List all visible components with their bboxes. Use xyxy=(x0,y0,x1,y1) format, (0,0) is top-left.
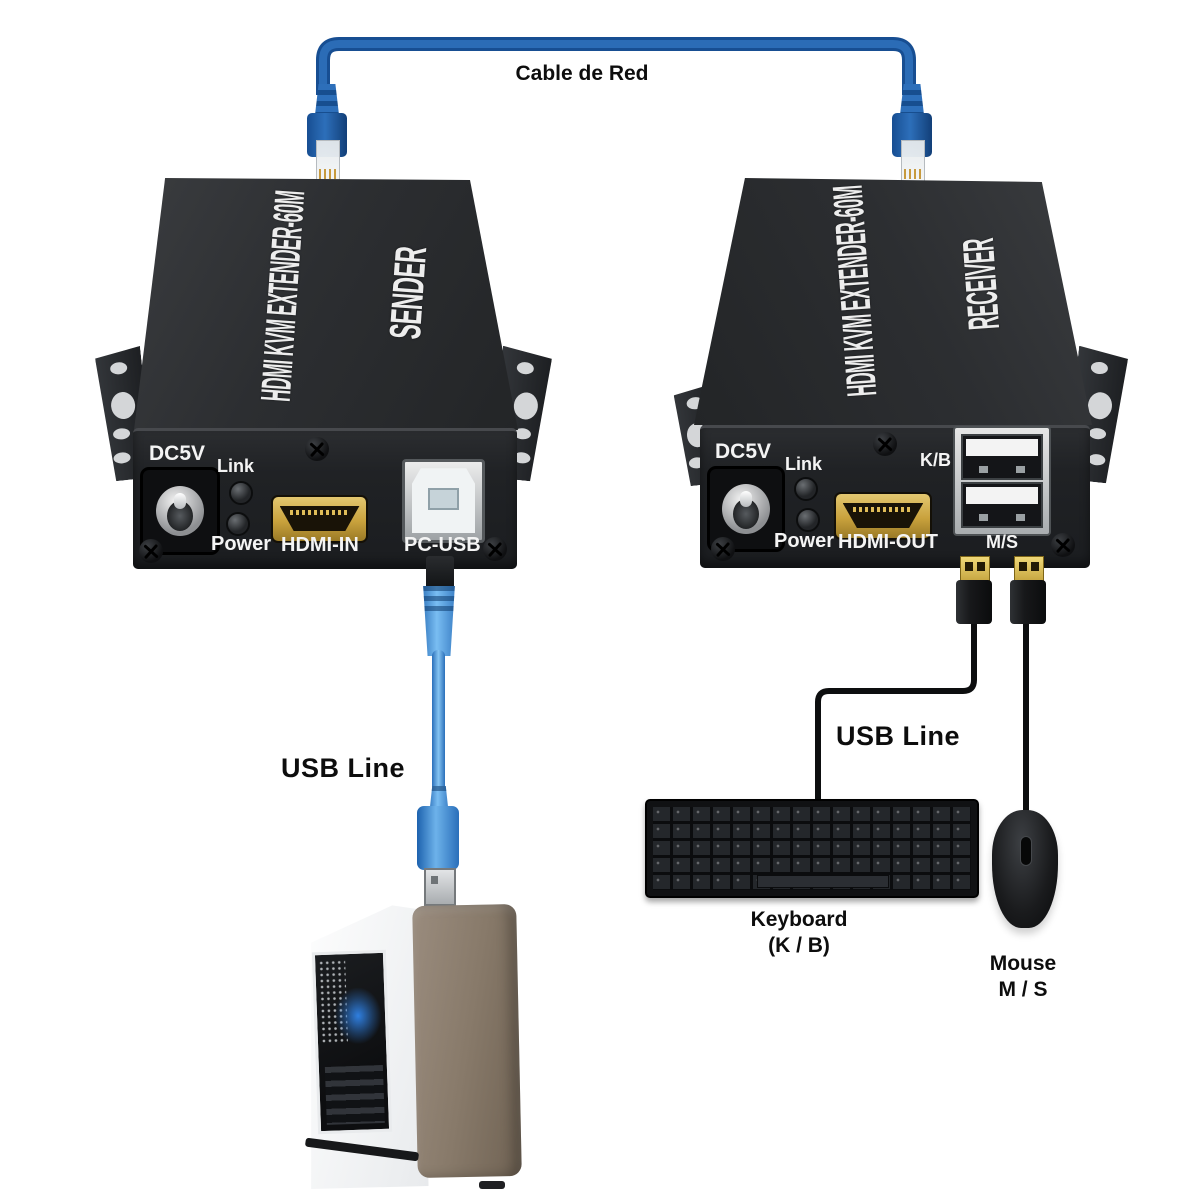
pc-tower xyxy=(293,893,535,1200)
screw xyxy=(305,437,329,461)
link-led xyxy=(794,477,818,501)
usb-plug-body xyxy=(1010,580,1046,624)
keyboard-usb-cable xyxy=(815,612,977,808)
usb-line-right-label: USB Line xyxy=(835,721,960,751)
flange-hole xyxy=(1088,453,1106,466)
keyboard-label: Keyboard xyxy=(750,908,848,931)
screw xyxy=(711,537,735,561)
rj45-connector-right xyxy=(890,84,934,184)
usb-plug-body xyxy=(956,580,992,624)
usb-b-port xyxy=(402,459,485,543)
screw xyxy=(139,539,163,563)
dc-jack-pin xyxy=(740,491,752,508)
mouse-sublabel: M / S xyxy=(998,978,1048,1001)
link-label: Link xyxy=(785,454,823,474)
usb-pin xyxy=(979,466,988,473)
network-cable-label: Cable de Red xyxy=(515,62,649,85)
power-label: Power xyxy=(774,530,835,552)
hdmi-out-label: HDMI-OUT xyxy=(838,531,938,553)
usb-b-slot xyxy=(428,487,459,510)
rj45-connector-left xyxy=(305,84,349,184)
power-led xyxy=(226,512,250,536)
hdmi-pins xyxy=(852,507,914,513)
pc-side-window xyxy=(311,949,393,1135)
pc-foot xyxy=(479,1181,505,1189)
link-label: Link xyxy=(217,456,255,476)
usb-pin xyxy=(979,514,988,521)
power-led xyxy=(796,508,820,532)
hdmi-slot xyxy=(842,502,924,529)
keyboard-sublabel: (K / B) xyxy=(768,934,830,957)
flange-hole xyxy=(1090,361,1108,375)
keyboard xyxy=(645,799,979,898)
usb-a-port-ms xyxy=(961,482,1043,528)
power-label: Power xyxy=(211,533,272,555)
hdmi-in-port xyxy=(271,495,368,543)
screw xyxy=(873,432,897,456)
ms-port-label: M/S xyxy=(986,532,1019,552)
kb-port-label: K/B xyxy=(920,450,951,470)
usb-a-port-kb xyxy=(961,434,1043,480)
usb-cable-left xyxy=(432,650,445,792)
network-cable-highlight xyxy=(319,40,913,95)
usb-tongue xyxy=(966,439,1038,456)
mouse xyxy=(992,810,1058,928)
flange-hole xyxy=(113,452,131,465)
usb-a-plug-blue xyxy=(417,806,459,870)
receiver-front-panel: DC5V Link Power HDMI-OUT K/B xyxy=(700,425,1090,568)
sender-role-text: SENDER xyxy=(380,245,437,341)
sender-top-face xyxy=(134,178,518,430)
usb-pin xyxy=(1016,466,1025,473)
usb-a-plug-mouse xyxy=(1010,556,1046,624)
pc-led-glow xyxy=(334,986,383,1045)
usb-b-inner xyxy=(411,468,476,533)
receiver-role-text: RECEIVER xyxy=(953,236,1010,332)
dc5v-label: DC5V xyxy=(149,442,206,465)
link-led xyxy=(229,481,253,505)
hdmi-out-port xyxy=(834,492,932,540)
usb-b-plug xyxy=(426,556,454,590)
screw xyxy=(1051,533,1075,557)
screw xyxy=(483,537,507,561)
usb-line-left-label: USB Line xyxy=(280,753,405,783)
pc-front-panel xyxy=(412,903,522,1179)
flange-hole xyxy=(1089,427,1107,440)
hdmi-pins xyxy=(289,510,350,516)
usb-a-plug-keyboard xyxy=(956,556,992,624)
hdmi-slot xyxy=(279,505,360,532)
flange-hole xyxy=(110,361,128,375)
rj45-tip xyxy=(901,140,925,184)
rj45-tip xyxy=(316,140,340,184)
pc-drive-bays xyxy=(324,1064,385,1125)
spacebar-key xyxy=(757,875,889,888)
flange-hole xyxy=(1087,391,1114,420)
usb-tongue xyxy=(966,487,1038,504)
flange-hole xyxy=(110,391,137,420)
usb-pin xyxy=(1016,514,1025,521)
dc5v-label: DC5V xyxy=(715,440,772,463)
usb-a-strain-relief xyxy=(429,786,449,810)
dual-usb-a-ports xyxy=(953,426,1051,536)
flange-hole xyxy=(516,361,534,375)
receiver-top-face xyxy=(694,178,1092,425)
mouse-scroll-wheel xyxy=(1020,836,1032,866)
hdmi-in-label: HDMI-IN xyxy=(281,534,359,556)
dc-jack-pin xyxy=(174,492,186,509)
sender-front-panel: DC5V Link Power HDMI-IN PC-USB xyxy=(133,428,517,569)
dc-power-jack xyxy=(707,466,785,552)
mouse-label: Mouse xyxy=(989,952,1057,975)
flange-hole xyxy=(113,428,131,441)
flange-hole xyxy=(513,391,540,420)
usb-cable-strain-relief xyxy=(423,586,455,656)
pc-usb-label: PC-USB xyxy=(404,534,481,556)
